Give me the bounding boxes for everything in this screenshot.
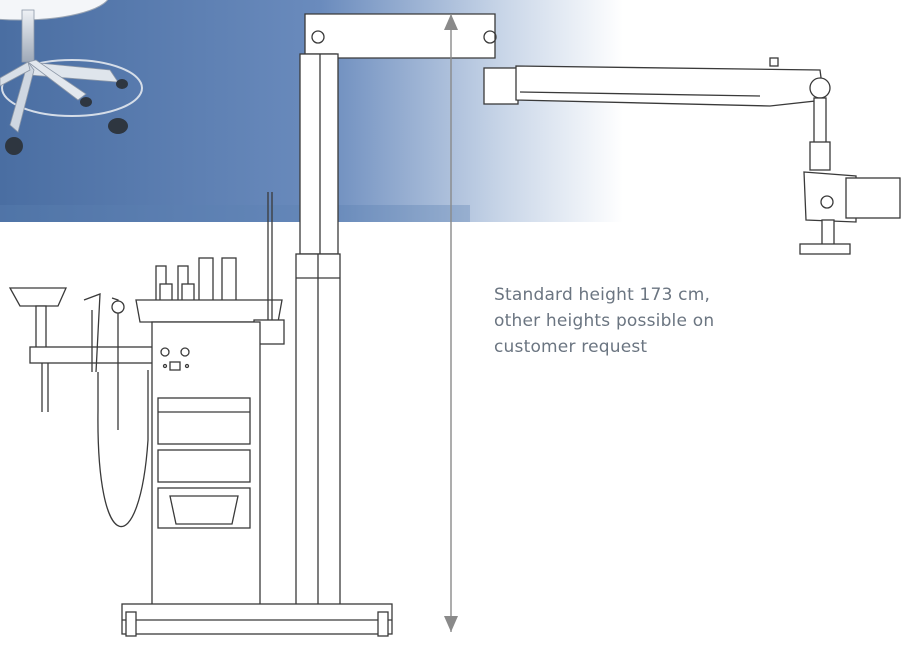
dental-cart (8, 192, 393, 637)
stool-photo (0, 0, 143, 155)
microscope-stand (295, 13, 901, 621)
height-dimension-arrow (444, 14, 458, 632)
caption-line-1: Standard height 173 cm, (494, 285, 711, 305)
caption-line-2: other heights possible on (494, 311, 715, 331)
caption-line-3: customer request (494, 337, 648, 357)
height-caption: Standard height 173 cm, other heights po… (494, 282, 794, 360)
